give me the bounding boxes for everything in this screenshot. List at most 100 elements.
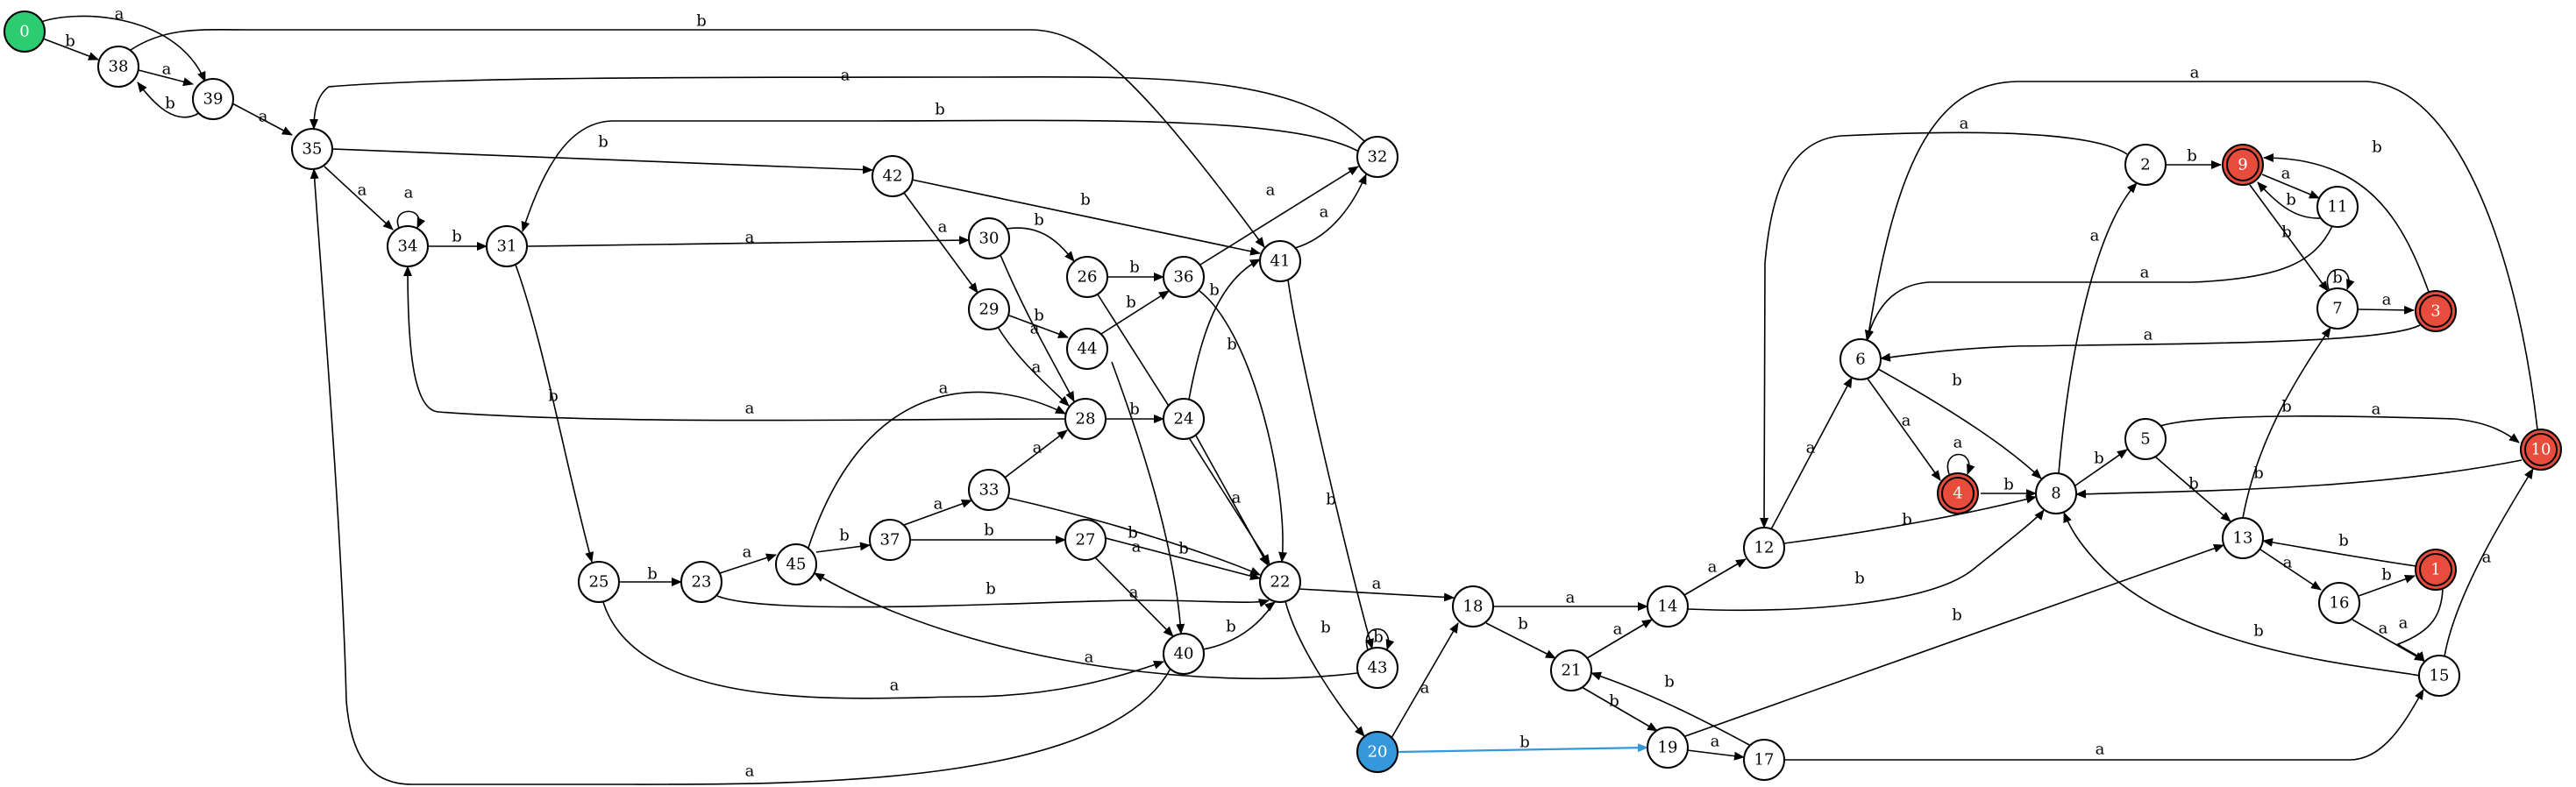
transition-label: b — [1034, 307, 1044, 325]
transition-label: a — [2382, 291, 2392, 309]
transition-label: b — [2372, 138, 2382, 157]
transition-27-to-40: a — [1094, 557, 1174, 637]
transition-33-to-22: b — [1007, 497, 1261, 576]
transition-arrow — [2075, 459, 2523, 499]
transition-21-to-14: a — [1586, 619, 1653, 659]
transition-label: a — [1372, 575, 1382, 593]
transition-arrow — [1008, 315, 1069, 338]
state-label: 44 — [1078, 340, 1098, 358]
transition-label: a — [1232, 489, 1242, 507]
transition-label: b — [1209, 281, 1220, 300]
transition-label: b — [1902, 511, 1912, 529]
transition-label: a — [938, 218, 948, 237]
state-17: 17 — [1743, 739, 1785, 781]
state-circle — [1163, 256, 1205, 298]
transition-label: b — [2253, 464, 2264, 483]
state-circle — [2520, 429, 2562, 471]
transition-30-to-28: a — [1000, 254, 1075, 402]
transition-arrow — [2154, 456, 2231, 522]
state-label: 17 — [1754, 751, 1775, 769]
transition-arrow — [138, 69, 194, 87]
transition-43-to-45: a — [814, 572, 1358, 680]
transition-arrow — [808, 391, 1066, 549]
transition-28-to-24: b — [1106, 401, 1164, 423]
transition-5-to-13: b — [2154, 456, 2231, 522]
transition-label: a — [2283, 554, 2293, 572]
transition-arrow — [1000, 254, 1075, 402]
transition-arrow — [130, 28, 1265, 248]
state-circle — [1064, 519, 1107, 561]
transition-label: b — [452, 228, 462, 246]
state-label: 9 — [2238, 156, 2247, 174]
state-circle — [1163, 633, 1205, 675]
transition-label: a — [2190, 64, 2200, 82]
transition-arrow — [815, 542, 871, 553]
state-circle — [2316, 186, 2359, 228]
transition-label: a — [1033, 439, 1042, 457]
transition-label: a — [2281, 165, 2291, 183]
state-2: 2 — [2124, 144, 2167, 186]
state-44: 44 — [1066, 328, 1108, 370]
transition-arrow — [521, 119, 1358, 232]
state-circle — [968, 469, 1010, 511]
transition-arrow — [1684, 543, 2224, 737]
transition-arrow — [1784, 689, 2424, 761]
transition-label: a — [259, 108, 268, 126]
state-19: 19 — [1647, 727, 1689, 769]
transition-24-to-22: a — [1195, 435, 1269, 566]
transition-arrow — [1004, 429, 1068, 479]
state-label: 25 — [589, 573, 609, 592]
transition-label: b — [2187, 147, 2197, 166]
transition-arrow — [1783, 494, 2037, 544]
transition-42-to-41: b — [911, 179, 1261, 256]
transition-arrow — [515, 264, 594, 563]
state-label: 5 — [2140, 430, 2150, 449]
state-circle — [1066, 328, 1108, 370]
transition-label: a — [1953, 434, 1963, 452]
state-circle — [2222, 517, 2264, 559]
state-circle — [291, 128, 333, 170]
state-41: 41 — [1259, 240, 1301, 282]
transition-arrow — [2249, 184, 2329, 292]
state-label: 7 — [2332, 300, 2342, 318]
transition-32-to-35: a — [310, 67, 1365, 142]
state-43: 43 — [1356, 647, 1398, 689]
transition-17-to-21: b — [1590, 671, 1752, 747]
transition-arrow — [1298, 588, 1455, 602]
state-30: 30 — [968, 217, 1010, 259]
transition-arrow — [1864, 81, 2538, 430]
state-label: 8 — [2051, 485, 2060, 503]
transition-39-to-35: a — [231, 103, 293, 136]
transition-20-to-18: a — [1391, 622, 1459, 739]
transition-34-to-31: b — [428, 228, 487, 251]
transitions-layer: abababababababababababababababababababab… — [36, 5, 2538, 785]
transition-label: a — [1613, 620, 1623, 639]
state-circle — [486, 225, 528, 267]
transition-arrow — [526, 236, 970, 247]
transition-arrow — [997, 326, 1070, 407]
transition-arrow — [1199, 166, 1359, 266]
state-label: 42 — [883, 167, 903, 186]
state-13: 13 — [2222, 517, 2264, 559]
transition-36-to-32: a — [1199, 166, 1359, 266]
state-15: 15 — [2418, 655, 2460, 697]
state-label: 27 — [1076, 531, 1096, 549]
transition-label: b — [1373, 628, 1384, 647]
state-24: 24 — [1163, 398, 1205, 440]
transition-8-to-2: a — [2058, 182, 2138, 474]
state-circle — [872, 155, 914, 197]
transition-arrow — [1287, 279, 1374, 649]
transition-35-to-34: a — [324, 166, 394, 230]
transition-label: a — [1711, 733, 1720, 751]
state-circle — [4, 11, 46, 53]
state-circle — [1937, 472, 1979, 514]
transition-label: b — [1126, 294, 1136, 312]
transition-44-to-36: b — [1100, 290, 1170, 335]
state-5: 5 — [2124, 418, 2167, 460]
transition-16-to-15: a — [2352, 619, 2425, 662]
state-label: 26 — [1078, 268, 1098, 287]
state-40: 40 — [1163, 633, 1205, 675]
state-circle — [1743, 527, 1785, 569]
transition-arrow — [814, 572, 1358, 680]
transition-32-to-31: b — [521, 101, 1358, 232]
